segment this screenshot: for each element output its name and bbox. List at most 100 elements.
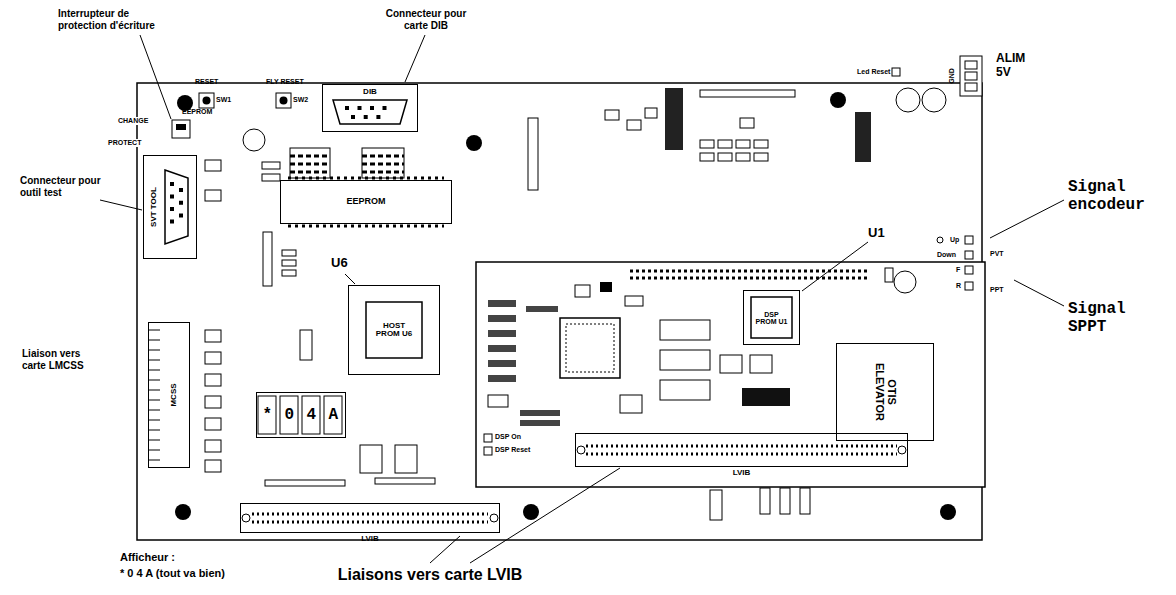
callout-label: Liaison vers carte LMCSS — [22, 348, 104, 371]
component — [645, 108, 657, 118]
component — [265, 480, 345, 486]
callout-label: Connecteur pour carte DIB — [380, 8, 472, 31]
callout-number: U6 — [331, 256, 348, 271]
leader-line — [100, 200, 142, 210]
component — [740, 118, 754, 128]
connector-screw — [490, 514, 498, 522]
caption-label: * 0 4 A (tout va bien) — [120, 567, 225, 580]
dsp-chip: OTIS ELEVATOR — [836, 343, 934, 441]
leader-line — [405, 35, 425, 82]
capacitor — [894, 271, 916, 293]
leader-line — [345, 274, 355, 284]
power-connector — [960, 56, 982, 96]
component — [520, 420, 560, 426]
resistor-array — [290, 163, 330, 166]
resistor-array — [362, 163, 404, 166]
leader-line — [990, 200, 1064, 238]
capacitor — [896, 88, 920, 112]
leader-line — [140, 35, 171, 119]
db9-shell — [165, 170, 188, 244]
connector-screw — [577, 446, 585, 454]
silkscreen-label: F — [956, 266, 960, 274]
db9-connector: SVT TOOL — [143, 155, 197, 259]
component — [360, 445, 382, 473]
silkscreen-label: Up — [950, 236, 959, 244]
mounting-hole — [523, 504, 539, 520]
pin-tick — [148, 330, 160, 331]
callout-label: Connecteur pour outil test — [20, 175, 110, 198]
reset-button — [280, 97, 288, 105]
signal-led — [965, 236, 973, 244]
capacitor — [922, 88, 946, 112]
component — [718, 153, 732, 161]
qfp-chip — [566, 324, 614, 372]
signal-led — [965, 251, 973, 259]
prom-chip: HOST PROM U6 — [348, 285, 440, 375]
silkscreen-label: DSP On — [495, 433, 521, 441]
component — [488, 315, 516, 322]
db9-pins — [170, 182, 174, 232]
silkscreen-label: PPT — [990, 286, 1004, 294]
ribbon-connector: LVIB — [240, 503, 500, 533]
component — [700, 90, 795, 97]
component — [395, 445, 417, 473]
component — [660, 320, 710, 340]
protect-switch — [176, 124, 186, 130]
component — [282, 250, 296, 256]
component — [742, 388, 790, 406]
component — [720, 355, 742, 373]
silkscreen-label: EEPROM — [182, 108, 212, 116]
mounting-hole — [940, 504, 956, 520]
status-display: * 0 4 A — [256, 392, 346, 438]
component — [660, 380, 710, 400]
component — [736, 153, 750, 161]
prom-chip: DSP PROM U1 — [743, 290, 800, 345]
led — [892, 68, 900, 76]
silkscreen-label: R — [956, 282, 961, 290]
mounting-hole — [466, 135, 482, 151]
db9-shell — [333, 100, 407, 124]
signal-label: Signal SPPT — [1068, 300, 1172, 337]
header-pins — [630, 277, 870, 280]
connector-pins — [252, 521, 488, 524]
component — [800, 488, 810, 514]
silkscreen-label: DSP Reset — [495, 446, 530, 454]
silkscreen-label: SW2 — [293, 96, 308, 104]
db9-connector: DIB — [322, 84, 418, 132]
component — [262, 174, 280, 181]
component — [780, 488, 790, 514]
component — [205, 352, 221, 364]
chip-body — [366, 302, 422, 358]
component — [754, 153, 768, 161]
power-pin — [965, 72, 977, 80]
pin-label: GND — [948, 68, 956, 84]
component — [605, 110, 619, 120]
component-label: * 0 4 A — [262, 407, 339, 424]
resistor-array — [362, 155, 404, 158]
component — [855, 112, 871, 162]
header-pins — [630, 270, 870, 273]
component — [262, 162, 280, 169]
component-label: HOST PROM U6 — [372, 322, 416, 339]
signal-label: Signal encodeur — [1068, 178, 1172, 215]
component — [205, 460, 221, 472]
component — [520, 410, 560, 416]
connector-pins — [586, 453, 897, 456]
callout-number: U1 — [868, 226, 885, 241]
silkscreen-label: Led Reset — [857, 68, 890, 76]
component — [263, 232, 272, 286]
silkscreen-label: RESET — [195, 78, 218, 86]
component — [488, 375, 516, 382]
component — [625, 296, 643, 306]
reset-button — [199, 93, 214, 108]
component-label: EEPROM — [346, 197, 385, 206]
component — [528, 118, 538, 190]
reset-button — [203, 97, 211, 105]
component — [710, 490, 722, 520]
component — [205, 160, 221, 171]
component — [754, 140, 768, 148]
callout-label: ALIM 5V — [996, 52, 1036, 80]
protect-switch — [172, 120, 190, 138]
component — [205, 396, 221, 408]
